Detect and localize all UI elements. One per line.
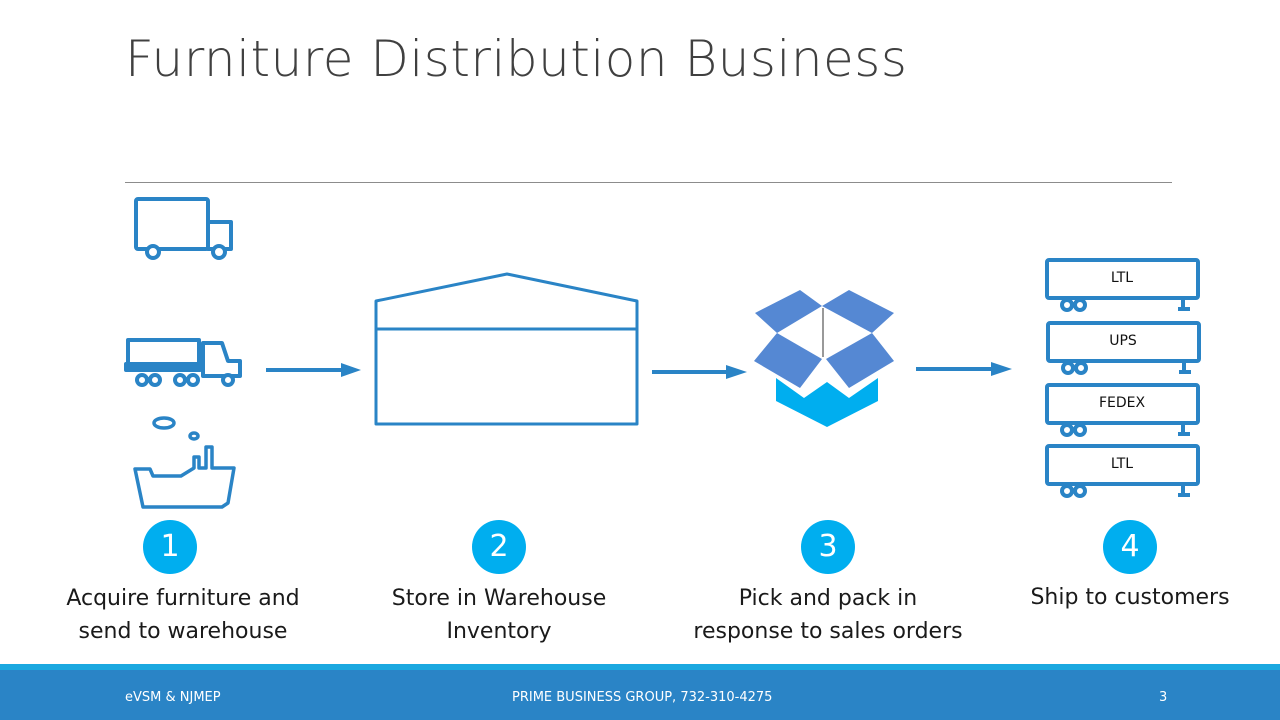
warehouse-icon bbox=[374, 272, 639, 426]
caption-line: send to warehouse bbox=[78, 619, 288, 644]
trailers bbox=[1045, 258, 1201, 498]
arrow-2 bbox=[652, 365, 747, 379]
step-caption: Pick and pack in response to sales orders bbox=[678, 582, 978, 648]
footer-accent-line bbox=[0, 664, 1280, 670]
caption-line: Ship to customers bbox=[1030, 585, 1230, 610]
box-truck-icon bbox=[134, 197, 233, 260]
trailer-label: LTL bbox=[1110, 270, 1134, 286]
semi-truck-icon bbox=[124, 338, 242, 387]
step-number-badge: 4 bbox=[1103, 520, 1157, 574]
caption-line: Store in Warehouse bbox=[391, 586, 607, 611]
step-number-badge: 1 bbox=[143, 520, 197, 574]
footer: eVSM & NJMEP PRIME BUSINESS GROUP, 732-3… bbox=[0, 670, 1280, 720]
divider bbox=[125, 182, 1172, 183]
open-box-icon bbox=[754, 290, 894, 427]
caption-line: Pick and pack in bbox=[738, 586, 918, 611]
step-number-badge: 3 bbox=[801, 520, 855, 574]
step-caption: Ship to customers bbox=[980, 581, 1280, 614]
trailer-label: FEDEX bbox=[1098, 395, 1146, 411]
step-number-badge: 2 bbox=[472, 520, 526, 574]
footer-center: PRIME BUSINESS GROUP, 732-310-4275 bbox=[512, 690, 773, 705]
caption-line: Acquire furniture and bbox=[66, 586, 300, 611]
trailer-label: LTL bbox=[1110, 456, 1134, 472]
page-number: 3 bbox=[1159, 690, 1168, 705]
caption-line: Inventory bbox=[446, 619, 552, 644]
slide-title: Furniture Distribution Business bbox=[125, 30, 908, 88]
diagram bbox=[124, 197, 1201, 509]
ship-icon bbox=[133, 416, 236, 509]
arrow-1 bbox=[266, 363, 361, 377]
trailer-label: UPS bbox=[1109, 333, 1137, 349]
step-caption: Acquire furniture and send to warehouse bbox=[33, 582, 333, 648]
arrow-3 bbox=[916, 362, 1012, 376]
footer-left: eVSM & NJMEP bbox=[125, 690, 221, 705]
caption-line: response to sales orders bbox=[693, 619, 963, 644]
